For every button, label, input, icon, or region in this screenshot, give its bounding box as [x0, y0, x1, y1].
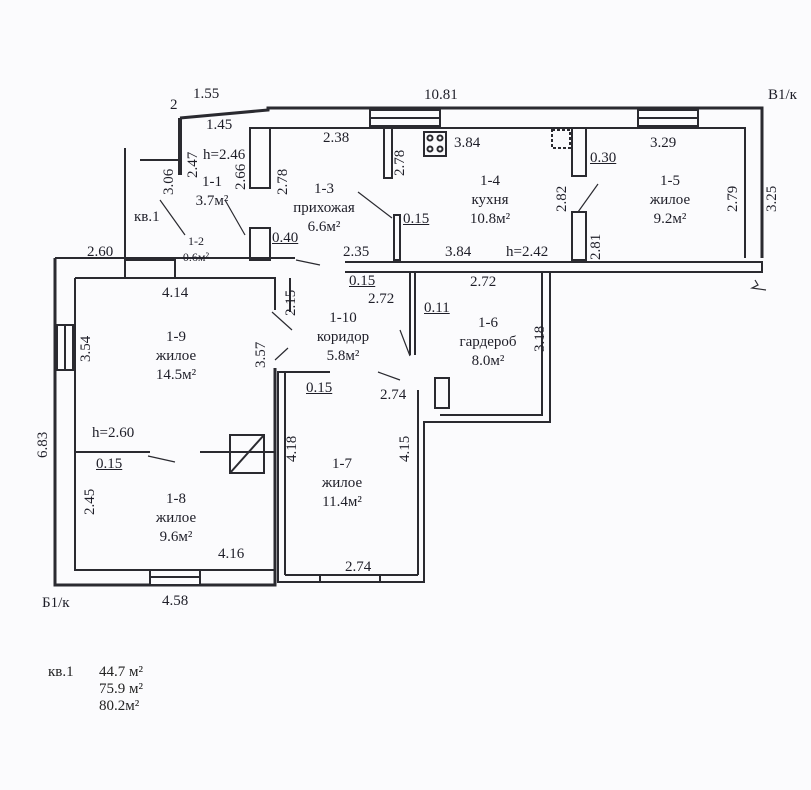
- room-id: 1-9: [166, 329, 186, 345]
- dimension-label: 6.83: [35, 431, 51, 458]
- room-1-7: 1-7 жилое 11.4м²: [322, 455, 362, 512]
- room-name: прихожая: [293, 200, 355, 216]
- dimension-label: 2.45: [82, 488, 98, 515]
- dimension-label: 3.84: [445, 244, 472, 260]
- room-name: жилое: [321, 475, 363, 491]
- dimension-label: 0.40: [272, 230, 299, 246]
- room-id: 1-1: [202, 174, 222, 190]
- dimension-label: 2.15: [283, 289, 299, 316]
- axis-label: Б1/к: [42, 595, 70, 611]
- dimension-label: 4.15: [397, 435, 413, 462]
- dimension-label: 0.15: [403, 211, 430, 227]
- room-area: 3.7м²: [195, 193, 229, 209]
- dimension-label: 0.30: [590, 150, 617, 166]
- dimension-label: 4.58: [162, 593, 189, 609]
- axis-label: В1/к: [768, 87, 797, 103]
- dimension-label: 2.78: [275, 168, 291, 195]
- dimension-label: 2.82: [554, 185, 570, 212]
- room-1-5: 1-5 жилое 9.2м²: [650, 172, 690, 229]
- dimension-label: 3.25: [764, 185, 780, 212]
- room-1-10: 1-10 коридор 5.8м²: [317, 309, 369, 366]
- dimension-label: 2.38: [323, 130, 350, 146]
- room-area: 10.8м²: [469, 211, 511, 227]
- room-area: 9.6м²: [159, 529, 193, 545]
- living-area: 44.7 м²: [99, 664, 143, 680]
- room-area: 9.2м²: [653, 211, 687, 227]
- dimension-label: 2.74: [345, 559, 372, 575]
- dimension-label: 2.72: [470, 274, 497, 290]
- dimension-label: 3.54: [78, 335, 94, 362]
- room-1-6: 1-6 гардероб 8.0м²: [459, 314, 516, 371]
- room-1-8: 1-8 жилое 9.6м²: [156, 490, 196, 547]
- room-1-2: 1-2 0.6м²: [183, 233, 209, 265]
- dimension-label: 2.66: [233, 163, 249, 190]
- dimension-label: 3.06: [161, 168, 177, 195]
- dimension-label: 4.18: [284, 435, 300, 462]
- room-id: 1-10: [329, 310, 357, 326]
- dimension-label: 3.18: [532, 325, 548, 352]
- room-area: 8.0м²: [471, 353, 505, 369]
- room-1-3: 1-3 прихожая 6.6м²: [293, 180, 355, 237]
- room-name: жилое: [155, 510, 197, 526]
- dimension-label: 4.14: [162, 285, 189, 301]
- room-area: 11.4м²: [322, 494, 362, 510]
- room-area: 6.6м²: [307, 219, 341, 235]
- room-id: 1-2: [187, 234, 204, 248]
- dimension-label: 0.11: [424, 300, 450, 316]
- dimension-label: 10.81: [424, 87, 458, 103]
- dimension-label: 3.29: [650, 135, 677, 151]
- ceiling-height-label: h=2.42: [506, 244, 549, 260]
- room-area: 5.8м²: [326, 348, 360, 364]
- dimension-label: 0.15: [306, 380, 333, 396]
- dimension-label: 3.57: [253, 341, 269, 368]
- room-1-4: 1-4 кухня 10.8м²: [470, 172, 510, 229]
- dimension-label: 3.84: [454, 135, 481, 151]
- summary-label: кв.1: [48, 664, 74, 680]
- dimension-label: 2.72: [368, 291, 395, 307]
- room-1-1: 1-1 3.7м²: [196, 173, 229, 211]
- room-name: гардероб: [459, 334, 517, 350]
- dimension-label: 2.60: [87, 244, 114, 260]
- dimension-label: 2: [170, 97, 178, 113]
- room-id: 1-6: [477, 315, 498, 331]
- room-name: жилое: [155, 348, 197, 364]
- area-summary: 44.7 м² 75.9 м² 80.2м²: [99, 664, 143, 715]
- dimension-label: 2.79: [725, 185, 741, 212]
- total-area-with-balcony: 80.2м²: [99, 698, 140, 714]
- dimension-label: 2.81: [588, 233, 604, 260]
- dimension-label: 2.78: [392, 149, 408, 176]
- room-1-9: 1-9 жилое 14.5м²: [156, 328, 196, 385]
- apartment-label: кв.1: [134, 209, 160, 225]
- room-name: жилое: [649, 192, 691, 208]
- room-name: коридор: [316, 329, 370, 345]
- room-id: 1-4: [480, 173, 500, 189]
- dimension-label: 1.45: [206, 117, 233, 133]
- room-area: 0.6м²: [182, 250, 210, 264]
- room-id: 1-8: [166, 491, 186, 507]
- ceiling-height-label: h=2.60: [92, 425, 135, 441]
- room-id: 1-7: [332, 456, 352, 472]
- dimension-label: 2.35: [343, 244, 370, 260]
- dimension-label: 4.16: [218, 546, 245, 562]
- room-id: 1-5: [660, 173, 680, 189]
- dimension-label: 0.15: [96, 456, 123, 472]
- room-area: 14.5м²: [155, 367, 197, 383]
- room-name: кухня: [471, 192, 509, 208]
- room-id: 1-3: [314, 181, 334, 197]
- dimension-label: 2.74: [380, 387, 407, 403]
- dimension-label: 1.55: [193, 86, 220, 102]
- total-area: 75.9 м²: [99, 681, 143, 697]
- dimension-label: 0.15: [349, 273, 376, 289]
- ceiling-height-label: h=2.46: [203, 147, 246, 163]
